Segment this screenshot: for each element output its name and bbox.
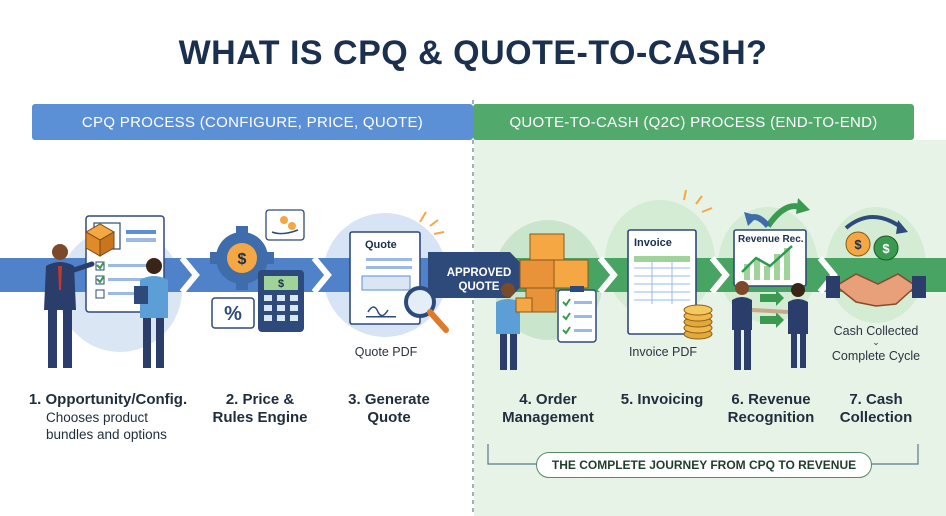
chevron-down-icon: ⌄: [872, 337, 880, 347]
approved-line2: QUOTE: [458, 281, 500, 293]
step-7-line2: Collection: [839, 409, 913, 426]
svg-text:$: $: [238, 251, 247, 268]
chevron: [311, 256, 332, 294]
dollar-coin-icon: $ $: [845, 231, 899, 261]
box-icon: [84, 223, 116, 257]
step-4-title: 4. Order Management: [490, 391, 606, 427]
q2c-header-bar: QUOTE-TO-CASH (Q2C) PROCESS (END-TO-END): [473, 104, 914, 140]
complete-cycle-caption: Complete Cycle: [831, 349, 921, 363]
approved-quote-label: APPROVED QUOTE: [430, 266, 528, 294]
sparkle-lines: [419, 211, 445, 235]
step-4-line1: 4. Order: [519, 391, 577, 408]
step-2-title: 2. Price & Rules Engine: [200, 391, 320, 427]
step-3-line2: Quote: [367, 409, 411, 426]
step-6-line2: Recognition: [727, 409, 815, 426]
percent-icon: %: [211, 297, 255, 329]
invoice-document-icon: [627, 229, 697, 335]
quote-document-icon: [349, 231, 421, 325]
step-5-title: 5. Invoicing: [610, 391, 714, 409]
revenue-doc-label: Revenue Rec.: [738, 234, 804, 245]
cycle-arrow-icon: [844, 215, 908, 234]
checkbox-checks: [96, 261, 105, 284]
svg-text:%: %: [224, 303, 242, 325]
step-3-line1: 3. Generate: [348, 391, 430, 408]
approved-line1: APPROVED: [446, 267, 512, 279]
boxes-icon: [519, 233, 589, 313]
step-2-line2: Rules Engine: [212, 409, 308, 426]
worker-figure: [496, 283, 533, 370]
handshake-icon: [826, 273, 926, 307]
chevron: [817, 256, 838, 294]
dollar-gear-icon: $: [210, 226, 274, 290]
page-title: WHAT IS CPQ & QUOTE-TO-CASH?: [178, 34, 768, 72]
sparkle-lines: [683, 189, 713, 213]
chevron: [179, 256, 200, 294]
step-5-line1: 5. Invoicing: [620, 391, 704, 408]
cycle-arrows-icon: [744, 198, 810, 228]
step-6-title: 6. Revenue Recognition: [716, 391, 826, 427]
step-7-line1: 7. Cash: [849, 391, 903, 408]
flow-chevrons: [179, 256, 838, 294]
step-3-title: 3. Generate Quote: [334, 391, 444, 427]
clipboard-icon: [557, 286, 597, 343]
step-1-desc-line1: Chooses product: [46, 410, 149, 425]
svg-text:$: $: [882, 241, 890, 256]
step-1-desc-line2: bundles and options: [46, 427, 167, 442]
invoice-doc-label: Invoice: [634, 237, 672, 249]
calculator-icon: $: [258, 270, 304, 332]
chevron: [709, 256, 730, 294]
journey-label: THE COMPLETE JOURNEY FROM CPQ TO REVENUE: [536, 452, 872, 478]
step-4-line2: Management: [502, 409, 594, 426]
quote-pdf-caption: Quote PDF: [354, 345, 418, 359]
arrow-right-icon: [760, 290, 784, 328]
svg-text:$: $: [854, 237, 862, 252]
step-6-line1: 6. Revenue: [731, 391, 811, 408]
cash-collected-caption: Cash Collected: [833, 324, 919, 338]
step-2-line1: 2. Price &: [225, 391, 295, 408]
growth-chart-icon: [733, 229, 807, 287]
invoice-pdf-caption: Invoice PDF: [628, 345, 698, 359]
step-7-title: 7. Cash Collection: [826, 391, 926, 427]
chevron: [597, 256, 618, 294]
businesswoman-figure: [134, 258, 168, 368]
svg-text:$: $: [278, 278, 284, 290]
coins-icon: [683, 304, 713, 340]
cpq-header-bar: CPQ PROCESS (CONFIGURE, PRICE, QUOTE): [32, 104, 473, 140]
quote-doc-label: Quote: [365, 239, 397, 251]
handshake-people-figure: [732, 281, 808, 370]
businessman-figure: [44, 244, 95, 368]
magnifier-icon: [404, 286, 449, 333]
coins-hand-icon: [265, 209, 305, 241]
step-1-title: 1. Opportunity/Config.: [28, 391, 188, 408]
